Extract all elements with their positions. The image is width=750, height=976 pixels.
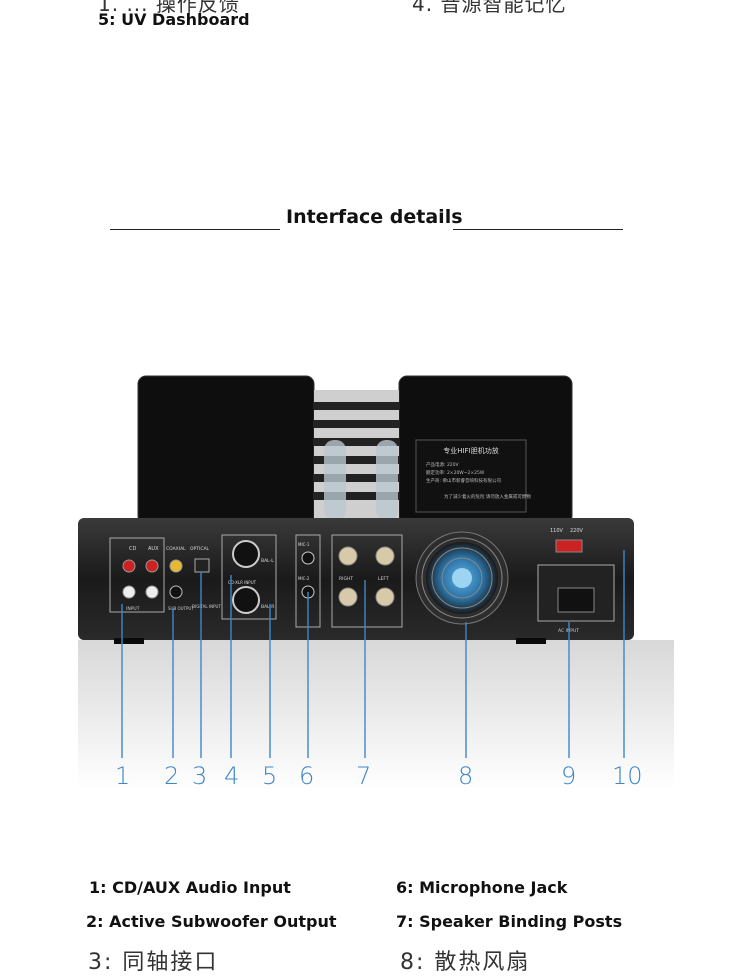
left-negative-post (375, 587, 395, 607)
feature-2: 2: Active Subwoofer Output (86, 912, 337, 931)
left-positive-post (375, 546, 395, 566)
xlr-group (221, 534, 277, 620)
cd-aux-input-group (109, 537, 165, 613)
left-transformer (137, 375, 315, 525)
label-digital-input: DIGITAL INPUT (192, 604, 221, 609)
label-bal-l: BAL-L (261, 558, 274, 564)
cut-off-text-left: 1. ... 操作反馈 (98, 0, 240, 16)
callout-lines (121, 550, 625, 758)
label-cd-xlr-input: CD-XLR INPUT (228, 580, 257, 585)
tube-cage (314, 390, 399, 520)
callout-number-2: 2 (164, 762, 180, 790)
cd-r-jack (122, 559, 136, 573)
nameplate-title: 专业HIFI胆机功放 (443, 446, 498, 455)
label-220v: 220V (570, 528, 584, 534)
coaxial-jack (169, 559, 183, 573)
fan-hub (452, 568, 472, 588)
right-positive-post (338, 546, 358, 566)
label-right: RIGHT (339, 576, 353, 582)
mic1-jack (301, 551, 315, 565)
section-heading: Interface details (0, 204, 750, 234)
foot-right (516, 638, 546, 644)
xlr-left-jack (232, 540, 260, 568)
foot-left (114, 638, 144, 644)
speaker-posts-group (331, 534, 403, 628)
nameplate-line-3: 生产商: 佛山市新睿音响科技有限公司 (426, 477, 501, 484)
callout-number-4: 4 (224, 762, 240, 790)
aux-l-jack (145, 585, 159, 599)
callout-number-3: 3 (192, 762, 208, 790)
right-negative-post (338, 587, 358, 607)
label-110v: 110V (550, 528, 564, 534)
callout-number-9: 9 (561, 762, 577, 790)
xlr-right-jack (232, 586, 260, 614)
label-optical: OPTICAL (190, 546, 210, 552)
warning-text: 为了减少着火的危险 请勿放入金属或可燃物 (444, 493, 531, 500)
nameplate-line-1: 产品电源: 220V (426, 461, 460, 468)
ac-socket (557, 587, 595, 613)
label-mic1: MIC-1 (298, 542, 310, 547)
feature-6: 6: Microphone Jack (396, 878, 568, 897)
nameplate-line-2: 额定功率: 2×20W~2×25W (426, 469, 485, 476)
callout-number-7: 7 (356, 762, 372, 790)
feature-7: 7: Speaker Binding Posts (396, 912, 623, 931)
label-cd: CD (129, 546, 136, 552)
amplifier-rear-panel-image: 专业HIFI胆机功放 产品电源: 220V 额定功率: 2×20W~2×25W … (78, 375, 674, 790)
floor-reflection (78, 640, 674, 790)
feature-3-cut: 3: 同轴接口 (88, 950, 219, 975)
feature-8-cut: 8: 散热风扇 (400, 950, 531, 975)
section-title: Interface details (286, 206, 463, 228)
optical-port (194, 558, 210, 573)
feature-1: 1: CD/AUX Audio Input (89, 878, 291, 897)
label-coaxial: COAXIAL (166, 546, 186, 552)
callout-number-6: 6 (299, 762, 315, 790)
callout-number-5: 5 (262, 762, 278, 790)
cut-off-text-right: 4. 音源智能记忆 (412, 0, 567, 16)
label-left: LEFT (378, 576, 389, 582)
label-mic2: MIC-2 (298, 576, 310, 581)
callout-number-10: 10 (612, 762, 643, 790)
heading-rule-right (453, 229, 623, 230)
sub-output-jack (169, 585, 183, 599)
callout-number-1: 1 (115, 762, 131, 790)
cd-l-jack (122, 585, 136, 599)
heading-rule-left (110, 229, 280, 230)
label-input: INPUT (126, 606, 140, 612)
dashboard-label: 5: UV Dashboard (98, 10, 250, 29)
callout-number-8: 8 (458, 762, 474, 790)
label-aux: AUX (148, 546, 159, 552)
label-bal-r: BAL-R (261, 604, 274, 610)
label-sub-output: SUB OUTPUT (168, 606, 194, 611)
voltage-selector (555, 539, 583, 553)
fan-grille (421, 537, 503, 619)
nameplate (415, 439, 527, 513)
aux-r-jack (145, 559, 159, 573)
